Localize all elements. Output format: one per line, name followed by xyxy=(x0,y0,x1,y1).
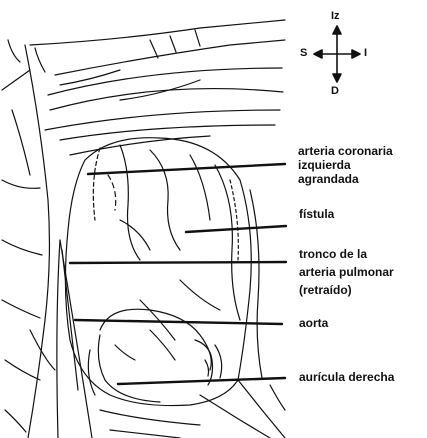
label-coronaria-line-3: agrandada xyxy=(298,172,393,186)
leader-coronaria xyxy=(88,164,285,174)
upper-thorax-lines xyxy=(2,20,285,155)
label-tronco-line-3: (retraído) xyxy=(299,281,394,299)
label-tronco: tronco de la arteria pulmonar (retraído) xyxy=(299,245,394,299)
orientation-right-label: I xyxy=(364,47,367,59)
leader-lines xyxy=(70,164,286,384)
leader-fistula xyxy=(186,226,286,232)
pulmonary-trunk-shape xyxy=(30,240,92,438)
label-auricula-line-1: aurícula derecha xyxy=(299,370,394,384)
label-aorta: aorta xyxy=(299,316,328,330)
leader-aorta xyxy=(75,320,282,324)
label-tronco-line-1: tronco de la xyxy=(299,245,394,263)
label-coronaria: arteria coronaria izquierda agrandada xyxy=(298,144,393,186)
leader-auricula xyxy=(118,378,285,384)
orientation-left-label: S xyxy=(300,47,307,59)
label-tronco-line-2: arteria pulmonar xyxy=(299,263,394,281)
heart-outline xyxy=(65,138,251,406)
orientation-up-label: Iz xyxy=(331,10,340,22)
label-coronaria-line-2: izquierda xyxy=(298,158,393,172)
label-coronaria-line-1: arteria coronaria xyxy=(298,144,393,158)
label-aorta-line-1: aorta xyxy=(299,316,328,330)
left-thorax-lines xyxy=(2,45,49,438)
leader-tronco xyxy=(70,262,286,263)
label-fistula-line-1: fístula xyxy=(299,207,334,221)
compass-arrows-icon xyxy=(314,26,360,82)
aorta-and-atrium xyxy=(88,309,285,438)
label-auricula: aurícula derecha xyxy=(299,370,394,384)
label-fistula: fístula xyxy=(299,207,334,221)
orientation-down-label: D xyxy=(331,85,339,97)
